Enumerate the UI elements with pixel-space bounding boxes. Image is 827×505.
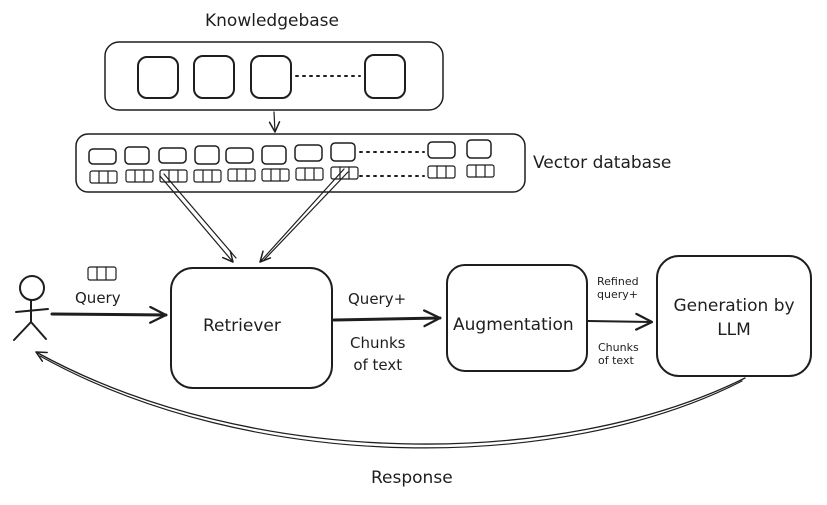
refined-line-2: query+: [597, 288, 638, 301]
vector-embedding-icon: [466, 164, 495, 178]
generation-node: [656, 255, 812, 377]
response-label: Response: [371, 468, 453, 488]
augmentation-node: [446, 264, 588, 372]
retriever-to-augmentation-arrow: [332, 309, 442, 328]
vector-embedding-icon: [89, 170, 118, 184]
retriever-node: [170, 267, 333, 389]
vector-embedding-icon: [295, 167, 324, 181]
generation-line-1: Generation by: [673, 296, 795, 316]
vector-embedding-icon: [330, 166, 359, 180]
vector-embedding-icon: [125, 169, 154, 183]
vector-embedding-icon: [261, 168, 290, 182]
vector-database-label: Vector database: [533, 153, 672, 173]
generation-line-2: LLM: [717, 320, 751, 340]
chunks-small-line-2: of text: [598, 354, 634, 367]
vector-embedding-icon: [193, 169, 222, 183]
query-plus-label: Query+: [348, 290, 407, 308]
user-icon: [13, 275, 49, 341]
knowledgebase-title: Knowledgebase: [205, 11, 339, 31]
query-label: Query: [75, 289, 121, 307]
chunks-of-text-label: Chunks of text: [350, 332, 406, 376]
augmentation-to-generation-arrow: [587, 312, 654, 331]
response-arrow: [35, 351, 746, 445]
query-arrow: [50, 305, 168, 324]
kb-to-vectordb-arrow: [268, 111, 281, 133]
chunks-line-1: Chunks: [350, 334, 406, 352]
refined-query-label: Refined query+: [597, 275, 639, 301]
refined-line-1: Refined: [597, 275, 639, 288]
chunks-line-2: of text: [353, 356, 403, 374]
retriever-label: Retriever: [203, 316, 281, 336]
vector-embedding-icon: [427, 165, 456, 179]
vectordb-to-retriever-arrows: [159, 168, 349, 263]
chunks-of-text-small-label: Chunks of text: [598, 341, 639, 367]
chunks-small-line-1: Chunks: [598, 341, 639, 354]
vector-database: [75, 133, 526, 193]
knowledgebase: [104, 41, 444, 111]
augmentation-label: Augmentation: [453, 315, 574, 335]
generation-label: Generation by LLM: [661, 294, 807, 342]
query-vector-icon: [87, 266, 117, 281]
vector-embedding-icon: [227, 168, 256, 182]
